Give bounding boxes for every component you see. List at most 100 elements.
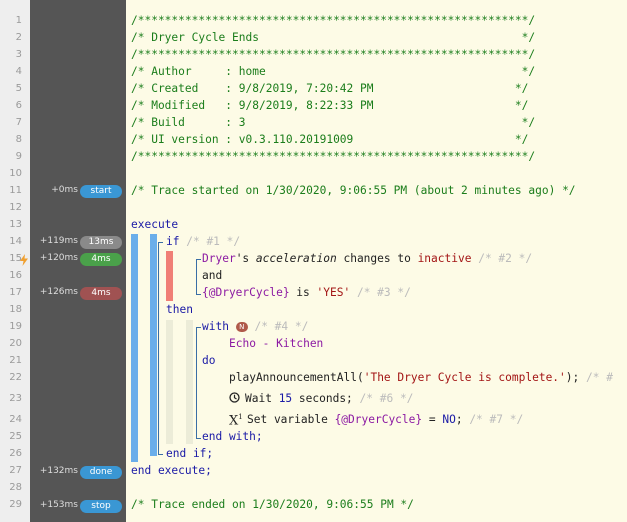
start-badge[interactable]: start [80,185,122,198]
compare-id: /* #3 */ [356,286,411,299]
with-id: /* #4 */ [254,320,309,333]
trace-end-comment: /* Trace ended on 1/30/2020, 9:06:55 PM … [131,498,414,511]
variable-x-icon: X1 [229,413,243,429]
duration-badge-compare[interactable]: 4ms [80,287,122,300]
stop-badge[interactable]: stop [80,500,122,513]
duration-badge-if[interactable]: 13ms [80,236,122,249]
end-with-keyword: end with; [202,430,263,443]
set-variable-task[interactable]: Set variable {@DryerCycle} = NO; /* #7 *… [247,411,523,428]
and-keyword: and [202,269,223,282]
announce-task[interactable]: playAnnouncementAll('The Dryer Cycle is … [229,369,613,386]
announce-close: ); [565,371,587,384]
line-number: 18 [9,304,22,315]
device-n-icon: N [235,322,248,332]
header-stars-mid: /***************************************… [131,48,536,61]
wait-task[interactable]: Wait 15 seconds; /* #6 */ [245,390,413,407]
line-number: 21 [9,355,22,366]
wait-id: /* #6 */ [359,392,414,405]
line-number: 3 [15,49,22,60]
set-variable-equals: = [422,413,443,426]
clock-icon [229,392,240,403]
line-number: 5 [15,83,22,94]
end-if-keyword: end if; [166,447,214,460]
header-ui-version: /* UI version : v0.3.110.20191009 */ [131,133,529,146]
line-number: 20 [9,338,22,349]
set-variable-keyword: Set variable [247,413,335,426]
condition-acceleration[interactable]: Dryer's acceleration changes to inactive… [202,250,532,267]
with-statement[interactable]: with N /* #4 */ [202,318,308,335]
line-number: 2 [15,32,22,43]
header-created: /* Created : 9/8/2019, 7:20:42 PM */ [131,82,529,95]
line-number: 7 [15,117,22,128]
condition-bracket [196,259,201,295]
line-number: 8 [15,134,22,145]
line-number: 24 [9,414,22,425]
duration-badge-condition[interactable]: 4ms [80,253,122,266]
device-echo-kitchen[interactable]: Echo - Kitchen [229,337,324,350]
line-number: 4 [15,66,22,77]
condition-trace-bar [166,251,173,301]
if-trace-bar [150,234,157,456]
value-yes: 'YES' [316,286,351,299]
trace-start-comment: /* Trace started on 1/30/2020, 9:06:55 P… [131,184,576,197]
line-number: 6 [15,100,22,111]
line-number: 11 [9,185,22,196]
line-number: 23 [9,393,22,404]
line-number: 25 [9,431,22,442]
line-number: 19 [9,321,22,332]
with-bracket [196,327,201,439]
announce-id: /* # [586,371,613,384]
attribute-acceleration: acceleration [255,252,337,265]
possessive: 's [235,252,256,265]
header-stars-bottom: /***************************************… [131,150,536,163]
code-area [126,0,627,522]
execute-trace-bar [131,234,138,462]
if-bracket [158,242,163,455]
announce-message: 'The Dryer Cycle is complete.' [363,371,566,384]
line-number: 28 [9,482,22,493]
with-inner-trace-bar [186,320,193,444]
line-number: 16 [9,270,22,281]
trace-time-if: +119ms [39,236,78,246]
line-number: 22 [9,372,22,383]
wait-keyword: Wait [245,392,279,405]
set-variable-semicolon: ; [455,413,470,426]
trace-time-done: +132ms [39,466,78,476]
end-execute-keyword: end execute; [131,464,212,477]
do-keyword: do [202,354,216,367]
trace-time-stop: +153ms [39,500,78,510]
piston-title: /* Dryer Cycle Ends */ [131,31,536,44]
line-number: 27 [9,465,22,476]
trace-time-condition: +120ms [39,253,78,263]
header-stars-top: /***************************************… [131,14,536,27]
lightning-icon [20,254,28,266]
header-modified: /* Modified : 9/8/2019, 8:22:33 PM */ [131,99,529,112]
line-number: 26 [9,448,22,459]
operator-changes-to: changes to [336,252,418,265]
announce-command: playAnnouncementAll( [229,371,364,384]
wait-unit: seconds; [292,392,360,405]
condition-variable[interactable]: {@DryerCycle} is 'YES' /* #3 */ [202,284,411,301]
set-variable-id: /* #7 */ [469,413,524,426]
line-number: 29 [9,499,22,510]
line-number: 13 [9,219,22,230]
line-number: 14 [9,236,22,247]
trace-time-start: +0ms [51,185,78,195]
execute-keyword: execute [131,218,179,231]
set-variable-name: {@DryerCycle} [334,413,423,426]
then-keyword: then [166,303,193,316]
wait-seconds: 15 [278,392,293,405]
if-statement[interactable]: if /* #1 */ [166,233,240,250]
line-number: 9 [15,151,22,162]
trace-time-compare: +126ms [39,287,78,297]
line-number: 12 [9,202,22,213]
set-variable-value: NO [442,413,456,426]
state-inactive: inactive [417,252,472,265]
device-dryer: Dryer [202,252,236,265]
if-keyword: if [166,235,180,248]
header-author: /* Author : home */ [131,65,536,78]
done-badge[interactable]: done [80,466,122,479]
line-number: 15 [9,253,22,264]
with-trace-bar [166,320,173,444]
line-number: 10 [9,168,22,179]
